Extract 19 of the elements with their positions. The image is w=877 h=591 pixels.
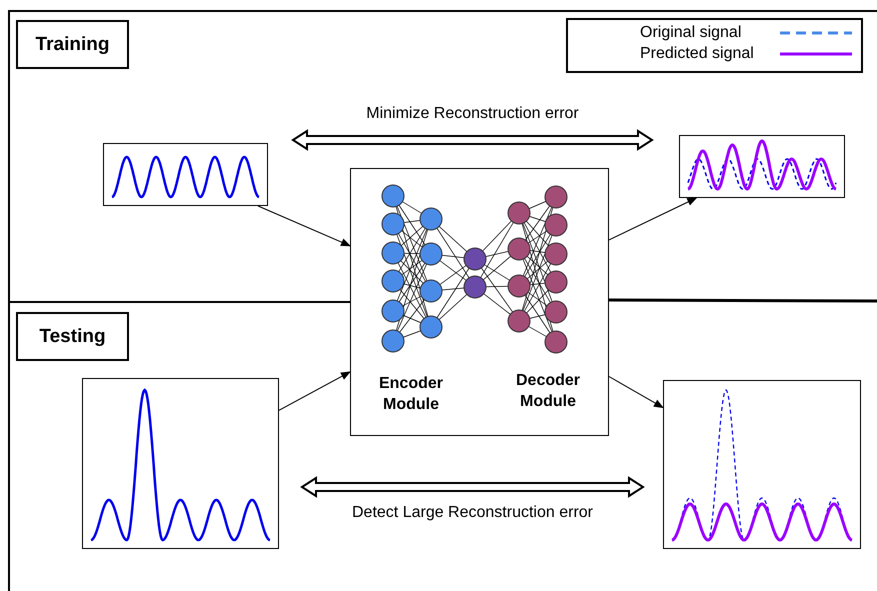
signal-plot [103, 143, 268, 206]
module-label: Encoder Module [378, 374, 444, 415]
panel-title: Testing [38, 324, 107, 348]
panel-title-box [16, 20, 129, 69]
signal-plot [663, 380, 861, 549]
legend-label: Original signal [640, 23, 742, 43]
signal-plot [82, 378, 279, 549]
panel-title-box [16, 312, 129, 361]
signal-plot [679, 135, 845, 198]
arrow [608, 198, 698, 240]
caption-text: Detect Large Reconstruction error [351, 504, 594, 522]
arrow [258, 206, 351, 246]
autoencoder-box [350, 168, 609, 436]
arrow [608, 376, 664, 408]
legend-label: Predicted signal [640, 44, 754, 64]
arrow [278, 371, 351, 411]
module-label: Decoder Module [514, 371, 582, 412]
panel-title: Training [34, 32, 110, 56]
caption-text: Minimize Reconstruction error [365, 105, 580, 123]
